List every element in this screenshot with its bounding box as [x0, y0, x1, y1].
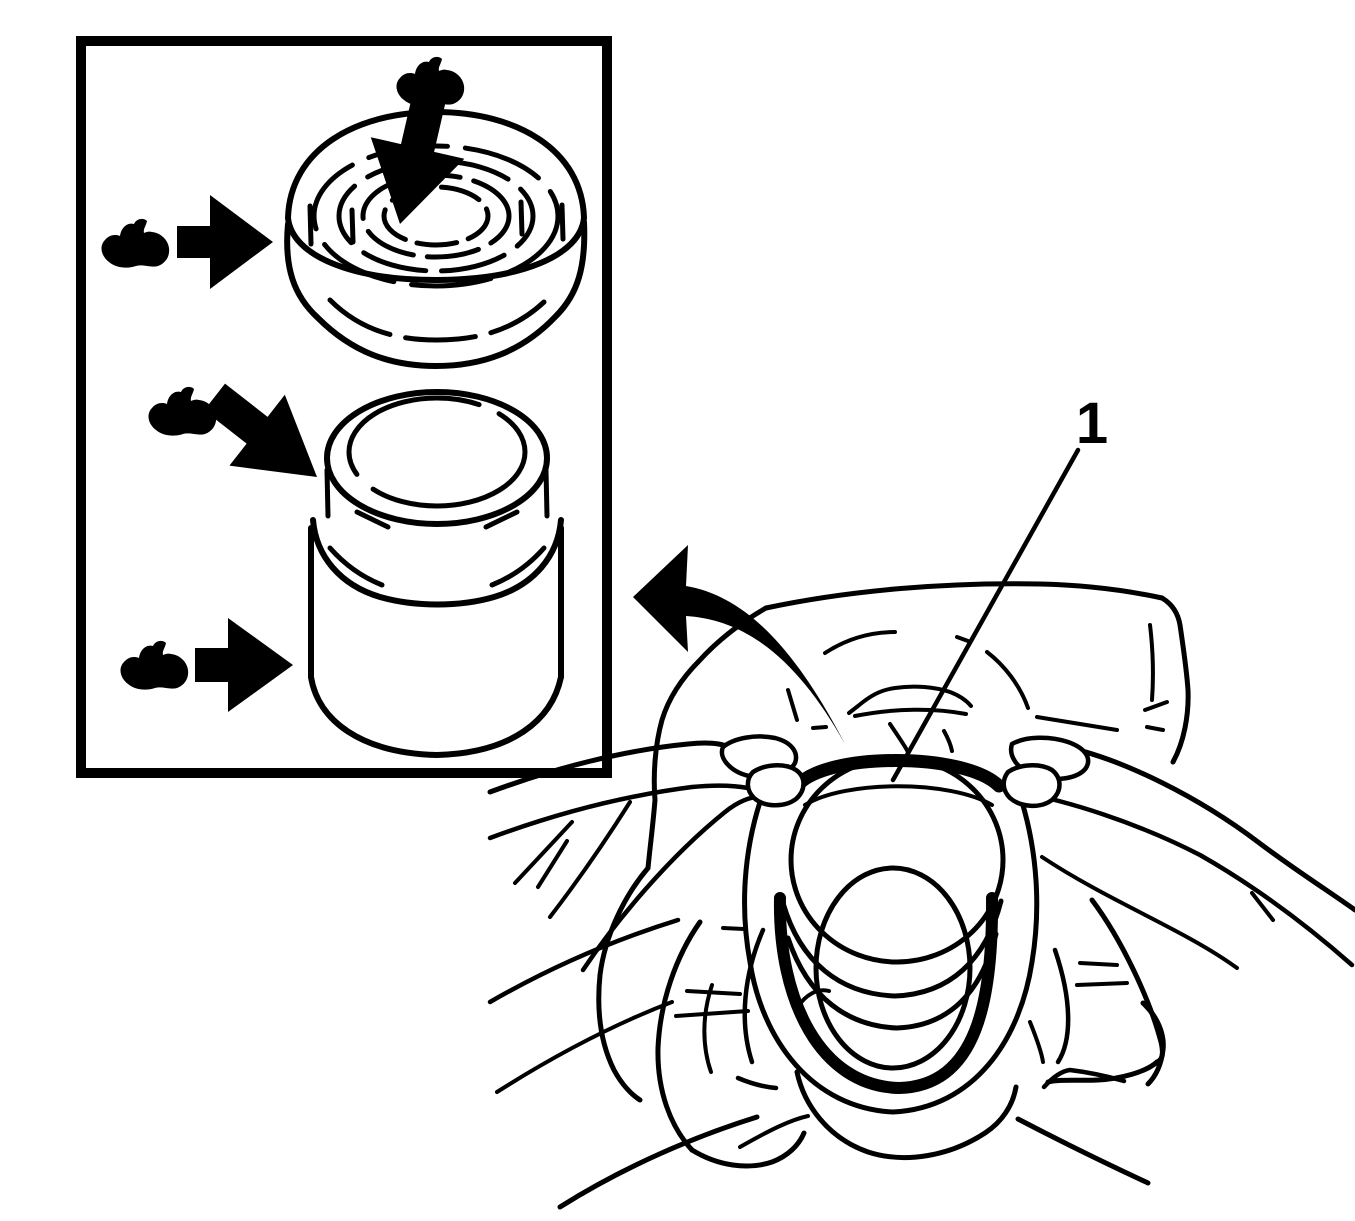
grease-dab-icon: [120, 640, 189, 690]
piston-bore: [813, 865, 973, 1071]
caliper-piston-inset: [308, 389, 564, 758]
callout-1: 1: [890, 391, 1108, 783]
right-hand: [1001, 735, 1355, 1085]
grease-mark-boot-center: [370, 56, 465, 224]
apply-arrow-icon: [370, 74, 465, 224]
apply-arrow-icon: [177, 195, 273, 289]
apply-arrow-icon: [195, 618, 293, 712]
grease-mark-piston-wall: [120, 618, 293, 712]
callout-1-leader: [890, 447, 1081, 783]
piston: [788, 755, 1006, 1071]
main-illustration: 1: [487, 391, 1355, 1210]
left-thumbtip: [745, 763, 806, 808]
dust-boot: [742, 799, 1040, 1115]
boot-rim-inner-line: [803, 784, 994, 807]
grease-dab-icon: [148, 386, 217, 436]
apply-arrow-icon: [204, 383, 317, 477]
grease-dab-icon: [101, 218, 170, 268]
grease-mark-boot-side: [101, 195, 273, 289]
grease-mark-piston-groove: [148, 383, 317, 477]
right-thumbtip: [1001, 763, 1062, 808]
callout-1-label: 1: [1076, 391, 1108, 456]
inset-panel: [76, 36, 612, 778]
caliper-body: [557, 581, 1191, 1210]
curved-return-arrow-icon: [633, 545, 845, 744]
boot-top-rim: [790, 754, 1006, 793]
left-hand: [487, 734, 831, 1169]
caliper-bore-neck: [794, 1069, 1019, 1161]
